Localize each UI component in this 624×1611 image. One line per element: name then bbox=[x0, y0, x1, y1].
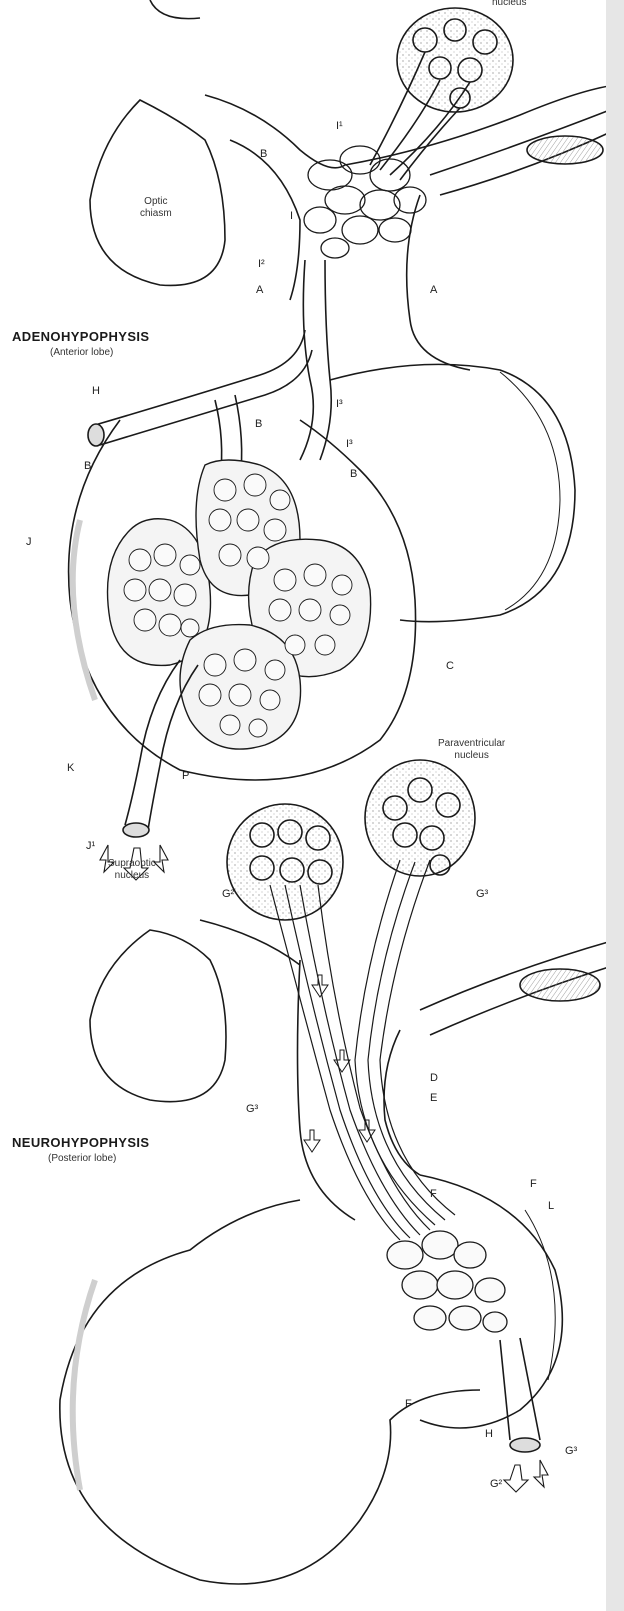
letter-i1: I¹ bbox=[336, 120, 343, 133]
letter-h: H bbox=[92, 385, 100, 398]
letter-h2: H bbox=[485, 1428, 493, 1441]
letter-j1: J¹ bbox=[86, 840, 95, 853]
vein-bottom-right bbox=[520, 1338, 540, 1440]
supraoptic-label: Supraoptic nucleus bbox=[108, 858, 156, 881]
primary-plexus bbox=[304, 146, 426, 258]
bottom-panel bbox=[60, 760, 615, 1584]
letter-a1: A bbox=[256, 284, 263, 297]
letter-i: I bbox=[290, 210, 293, 223]
portal-vessel-1 bbox=[300, 260, 313, 460]
portal-vessel-2 bbox=[320, 260, 331, 460]
letter-b3: B bbox=[84, 460, 91, 473]
letter-g1: G² bbox=[222, 888, 234, 901]
right-vessel-end-bottom bbox=[520, 969, 600, 1001]
artery-h-end bbox=[88, 424, 104, 446]
letter-b4: B bbox=[350, 468, 357, 481]
capillary-network bbox=[387, 1231, 507, 1332]
letter-g5: G³ bbox=[565, 1445, 577, 1458]
neuro-subtitle: (Posterior lobe) bbox=[48, 1153, 116, 1165]
letter-i3: I³ bbox=[336, 398, 343, 411]
optic-chiasm-bottom bbox=[90, 930, 226, 1102]
letter-b1: B bbox=[260, 148, 267, 161]
letter-g4: G² bbox=[490, 1478, 502, 1491]
edge-shading bbox=[606, 0, 624, 1611]
stalk-right bbox=[407, 195, 470, 370]
letter-p1: P bbox=[182, 770, 189, 783]
letter-b2: B bbox=[255, 418, 262, 431]
optic-chiasm-label: Optic chiasm bbox=[140, 196, 172, 219]
letter-g3: G³ bbox=[246, 1103, 258, 1116]
adeno-title: ADENOHYPOPHYSIS bbox=[12, 330, 149, 345]
stalk-right-bottom bbox=[384, 1030, 420, 1175]
vein-bottom-left bbox=[500, 1340, 510, 1440]
letter-i4: I³ bbox=[346, 438, 353, 451]
letter-i2: I² bbox=[258, 258, 265, 271]
stalk-left bbox=[298, 960, 356, 1220]
letter-f2: F bbox=[530, 1178, 537, 1191]
letter-a2: A bbox=[430, 284, 437, 297]
adeno-subtitle: (Anterior lobe) bbox=[50, 347, 113, 359]
paraventricular-label: Paraventricular nucleus bbox=[438, 738, 505, 761]
letter-l: L bbox=[548, 1200, 554, 1213]
nucleus-top-label: nucleus bbox=[492, 0, 526, 9]
letter-f3: F bbox=[405, 1398, 412, 1411]
output-arrow-3 bbox=[154, 845, 168, 872]
artery-h-bottom bbox=[100, 350, 312, 445]
nucleus-cluster-top bbox=[397, 8, 513, 112]
top-edge-curve bbox=[150, 0, 200, 19]
vein-bottom-end bbox=[510, 1438, 540, 1452]
optic-chiasm-outline bbox=[90, 100, 225, 285]
posterior-lobe-bottom-rim bbox=[73, 1280, 95, 1490]
neuro-title: NEUROHYPOPHYSIS bbox=[12, 1136, 149, 1151]
letter-g2: G³ bbox=[476, 888, 488, 901]
letter-e: E bbox=[430, 1092, 437, 1105]
letter-d: D bbox=[430, 1072, 438, 1085]
anterior-lobe-shade bbox=[73, 520, 95, 700]
letter-c: C bbox=[446, 660, 454, 673]
letter-f1: F bbox=[430, 1188, 437, 1201]
letter-j: J bbox=[26, 536, 32, 549]
right-vessel-end bbox=[527, 136, 603, 164]
vein-k-end bbox=[123, 823, 149, 837]
letter-k: K bbox=[67, 762, 74, 775]
